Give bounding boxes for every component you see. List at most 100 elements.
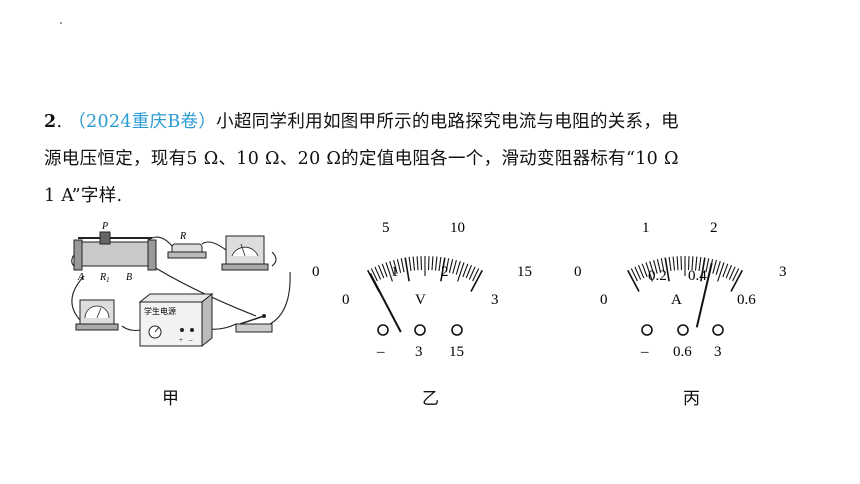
voltmeter-tick	[438, 256, 442, 271]
ammeter-tick	[730, 269, 744, 292]
ammeter-terminal-0.6-label: 0.6	[673, 344, 692, 360]
voltmeter-device	[221, 235, 269, 271]
ammeter-tick	[725, 264, 733, 279]
ammeter-tick	[694, 256, 698, 271]
ammeter-scale-ticks	[626, 256, 744, 292]
voltmeter-bottom-2: 2	[441, 264, 449, 280]
ammeter-top-0: 0	[574, 264, 582, 280]
ammeter-tick	[656, 259, 662, 273]
voltmeter-dial: 0 5 10 15 0 1 2 3 V – 3 15	[312, 220, 532, 360]
caption-jia: 甲	[162, 389, 179, 409]
voltmeter-terminal-neg	[377, 324, 389, 336]
power-supply: 学生电源 + –	[138, 292, 214, 348]
voltmeter-terminal-15-label: 15	[449, 344, 464, 360]
voltmeter-terminal-3-label: 3	[415, 344, 423, 360]
ammeter-device	[75, 299, 119, 331]
ammeter-tick	[728, 266, 736, 280]
ammeter-bottom-0: 0	[600, 292, 608, 308]
voltmeter-tick	[370, 268, 378, 282]
voltmeter-bottom-0: 0	[342, 292, 350, 308]
voltmeter-terminal-15	[451, 324, 463, 336]
voltmeter-tick	[472, 268, 480, 282]
voltmeter-tick	[404, 257, 410, 282]
caption-bing: 丙	[683, 389, 700, 409]
voltmeter-tick	[389, 261, 395, 275]
voltmeter-tick	[445, 258, 450, 273]
ammeter-top-1: 1	[642, 220, 650, 236]
ammeter-tick	[660, 258, 665, 273]
voltmeter-tick	[427, 256, 430, 271]
voltmeter-tick	[408, 256, 412, 271]
switch	[235, 314, 273, 333]
ammeter-top-3: 3	[779, 264, 787, 280]
voltmeter-tick	[448, 259, 454, 273]
problem-line-1: 2. （2024重庆B卷）小超同学利用如图甲所示的电路探究电流与电阻的关系，电	[44, 104, 814, 141]
voltmeter-terminal-neg-label: –	[376, 344, 385, 360]
voltmeter-scale-ticks	[366, 256, 484, 292]
ammeter-tick	[715, 261, 721, 275]
ammeter-tick	[722, 263, 729, 278]
ammeter-tick	[732, 268, 740, 282]
ammeter-tick	[672, 256, 676, 271]
ammeter-tick	[680, 256, 683, 271]
voltmeter-bottom-1: 1	[391, 264, 399, 280]
voltmeter-tick	[465, 264, 473, 279]
ammeter-tick	[691, 256, 694, 271]
voltmeter-tick	[385, 262, 393, 282]
ammeter-tick	[712, 259, 717, 274]
voltmeter-tick	[457, 262, 465, 282]
voltmeter-tick	[416, 256, 419, 271]
svg-text:+: +	[179, 336, 183, 344]
ammeter-unit: A	[671, 292, 682, 308]
voltmeter-tick	[440, 257, 446, 282]
ammeter-tick	[700, 257, 706, 282]
ammeter-tick	[717, 262, 725, 282]
voltmeter-tick	[396, 259, 402, 273]
ammeter-terminal-3	[712, 324, 724, 336]
label-B: B	[126, 272, 132, 283]
ammeter-tick	[630, 268, 638, 282]
ammeter-tick	[637, 264, 645, 279]
voltmeter-bottom-3: 3	[491, 292, 499, 308]
problem-text: 2. （2024重庆B卷）小超同学利用如图甲所示的电路探究电流与电阻的关系，电 …	[44, 104, 814, 215]
ammeter-tick	[641, 263, 648, 278]
voltmeter-tick	[431, 256, 434, 271]
voltmeter-unit: V	[415, 292, 426, 308]
voltmeter-top-10: 10	[450, 220, 465, 236]
ammeter-bottom-0.4: 0.4	[688, 268, 707, 284]
voltmeter-tick	[412, 256, 416, 271]
ammeter-bottom-0.2: 0.2	[648, 268, 667, 284]
problem-line-2: 源电压恒定，现有5 Ω、10 Ω、20 Ω的定值电阻各一个，滑动变阻器标有“10…	[44, 149, 679, 169]
label-A: A	[77, 272, 85, 283]
rheostat-right-end	[147, 239, 157, 271]
question-number-dot: .	[56, 112, 63, 132]
rheostat-left-end	[73, 239, 83, 271]
svg-text:–: –	[188, 336, 193, 344]
ammeter-tick	[645, 262, 653, 282]
voltmeter-tick	[462, 263, 469, 278]
caption-yi: 乙	[422, 389, 439, 409]
voltmeter-tick	[377, 264, 385, 279]
ammeter-tick	[626, 269, 640, 292]
voltmeter-top-0: 0	[312, 264, 320, 280]
rheostat: P A R1 B	[73, 221, 157, 284]
ammeter-tick	[698, 256, 702, 271]
ammeter-pointer	[695, 262, 713, 328]
ammeter-top-2: 2	[710, 220, 718, 236]
voltmeter-tick	[452, 259, 457, 274]
ammeter-bottom-0.6: 0.6	[737, 292, 756, 308]
label-P: P	[101, 221, 108, 232]
problem-line-1-text: 小超同学利用如图甲所示的电路探究电流与电阻的关系，电	[216, 112, 679, 132]
question-source: （2024重庆B卷）	[68, 112, 217, 132]
rheostat-coil	[81, 241, 149, 267]
voltmeter-top-5: 5	[382, 220, 390, 236]
ammeter-tick	[653, 259, 658, 274]
rheostat-slider	[99, 231, 111, 245]
ammeter-tick	[668, 256, 672, 271]
ammeter-tick	[649, 261, 655, 275]
voltmeter-tick	[470, 269, 484, 292]
voltmeter-tick	[420, 256, 423, 271]
ammeter-tick	[676, 256, 679, 271]
ammeter-dial: 0 1 2 3 0 0.2 0.4 0.6 A – 0.6 3	[574, 220, 787, 360]
